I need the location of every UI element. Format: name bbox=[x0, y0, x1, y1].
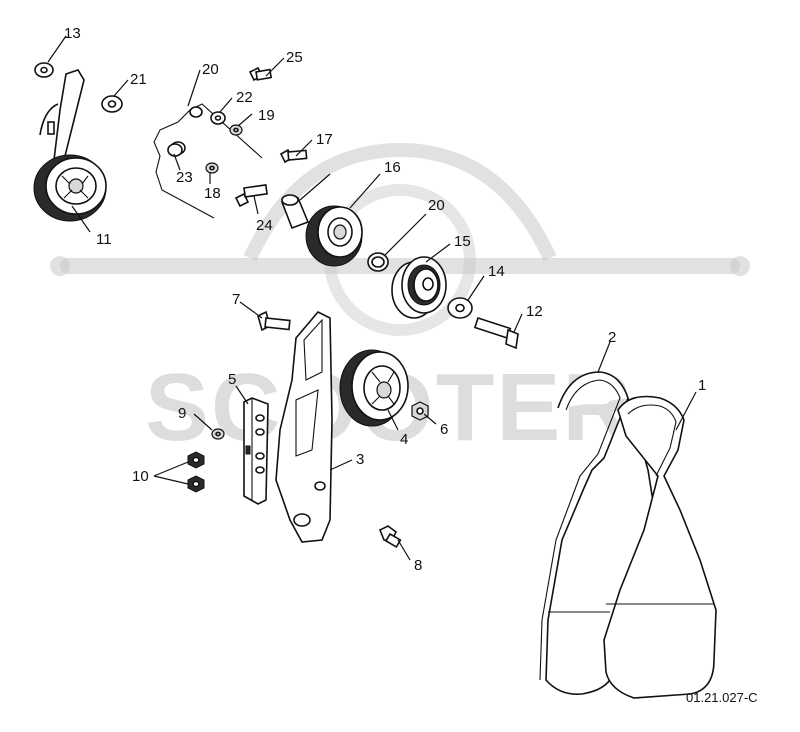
part-4-pulley bbox=[339, 349, 409, 427]
callout-2: 2 bbox=[608, 329, 616, 346]
part-18-nuts bbox=[205, 124, 243, 174]
callout-16: 16 bbox=[384, 159, 401, 176]
callout-14: 14 bbox=[488, 263, 505, 280]
callout-19: 20 bbox=[202, 61, 219, 78]
part-2-belt bbox=[539, 371, 657, 696]
part-9-nut bbox=[211, 428, 225, 440]
callout-3: 3 bbox=[356, 451, 364, 468]
part-15-pulley bbox=[391, 256, 447, 319]
part-7-bolt bbox=[257, 310, 291, 332]
callout-1: 1 bbox=[698, 377, 706, 394]
callout-18-bottom: 18 bbox=[204, 185, 221, 202]
part-11-pulley-bracket bbox=[33, 69, 107, 222]
callout-24: 20 bbox=[428, 197, 445, 214]
callout-20-bottom: 23 bbox=[176, 169, 193, 186]
callout-18-top: 19 bbox=[258, 107, 275, 124]
part-5-plate bbox=[243, 397, 269, 505]
leader-lines bbox=[47, 35, 697, 561]
part-24-ring bbox=[367, 252, 389, 272]
part-20-washers bbox=[167, 111, 226, 157]
reference-code: 01.21.027-C bbox=[686, 690, 758, 705]
part-21-washer bbox=[101, 95, 123, 113]
part-17-bolt bbox=[279, 148, 308, 164]
part-10-nuts bbox=[187, 451, 205, 493]
part-13-washer bbox=[34, 62, 54, 78]
part-22-bolt bbox=[234, 184, 268, 208]
callout-22: 24 bbox=[256, 217, 273, 234]
callout-5: 5 bbox=[228, 371, 236, 388]
callout-4: 4 bbox=[400, 431, 408, 448]
part-23-bolt bbox=[248, 66, 273, 82]
part-16-pulley bbox=[305, 205, 363, 267]
part-3-bracket bbox=[275, 311, 333, 543]
part-1-belt bbox=[603, 395, 717, 699]
callout-21: 21 bbox=[130, 71, 147, 88]
callout-9: 9 bbox=[178, 405, 186, 422]
callout-20-top: 22 bbox=[236, 89, 253, 106]
callout-23: 25 bbox=[286, 49, 303, 66]
callout-6: 6 bbox=[440, 421, 448, 438]
callout-11: 11 bbox=[96, 231, 112, 248]
callout-17: 17 bbox=[316, 131, 333, 148]
callout-15: 15 bbox=[454, 233, 471, 250]
part-8-bolt bbox=[378, 525, 402, 549]
part-14-washer bbox=[447, 297, 473, 319]
callout-7: 7 bbox=[232, 291, 240, 308]
callout-8: 8 bbox=[414, 557, 422, 574]
callout-13: 13 bbox=[64, 25, 81, 42]
callout-labels: 13 21 20 22 19 25 17 23 18 24 16 20 15 1… bbox=[64, 25, 706, 574]
part-6-nut bbox=[411, 401, 429, 421]
callout-10: 10 bbox=[132, 468, 149, 485]
callout-12: 12 bbox=[526, 303, 543, 320]
part-12-bolt bbox=[473, 316, 519, 350]
part-25-spacer bbox=[280, 194, 310, 230]
